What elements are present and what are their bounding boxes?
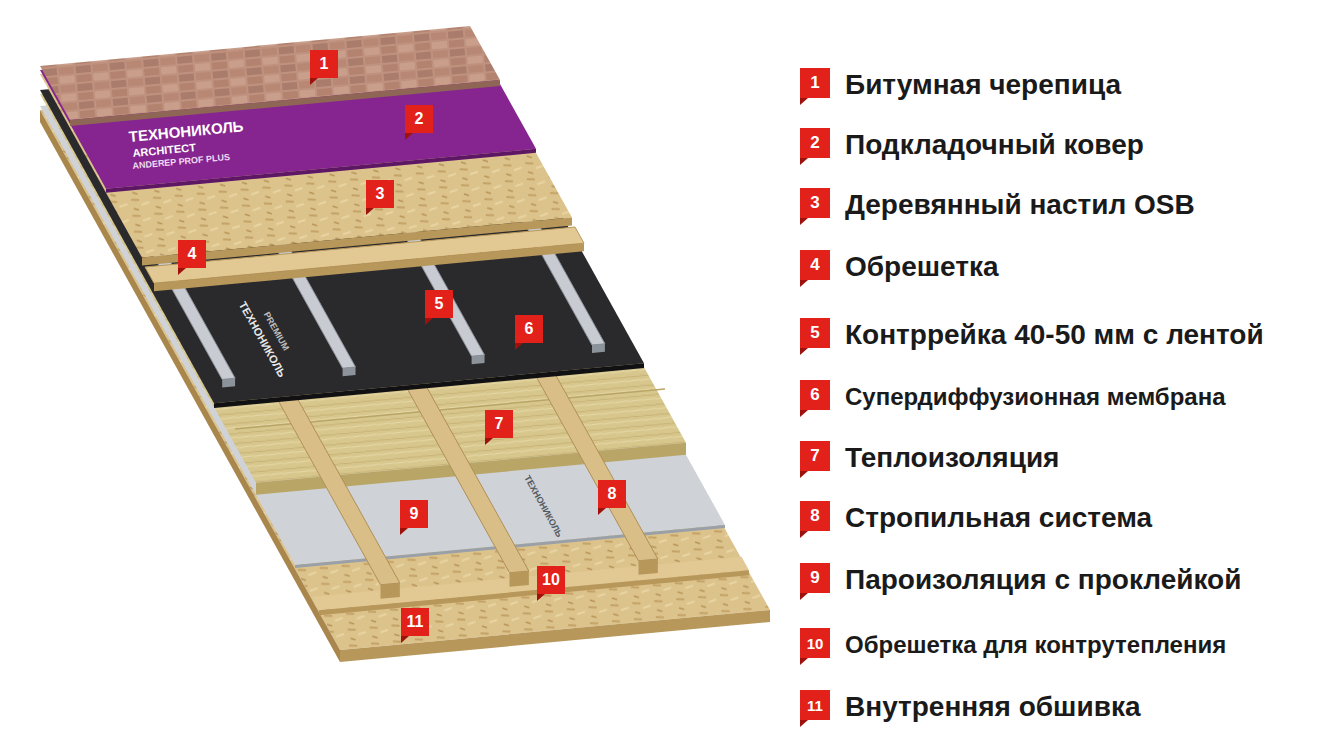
callout-number: 1 <box>310 50 338 78</box>
legend-number: 3 <box>800 188 830 218</box>
counter-batten-end <box>222 378 235 387</box>
callout-number: 10 <box>537 566 565 594</box>
legend-label: Пароизоляция с проклейкой <box>845 563 1241 597</box>
legend-number: 2 <box>800 128 830 158</box>
rafter-end <box>510 571 529 587</box>
callout-number: 4 <box>178 240 206 268</box>
legend-label: Внутренняя обшивка <box>845 690 1140 724</box>
counter-batten-end <box>343 367 356 376</box>
legend-number: 8 <box>800 501 830 531</box>
shingles-edge <box>70 80 500 126</box>
legend-label: Обрешетка для контрутепления <box>845 631 1226 660</box>
legend-label: Обрешетка <box>845 250 999 284</box>
legend-label: Стропильная система <box>845 501 1152 535</box>
callout-number: 7 <box>485 410 513 438</box>
osb-edge <box>142 218 572 266</box>
legend-label: Деревянный настил OSB <box>845 188 1195 222</box>
legend-number: 7 <box>800 441 830 471</box>
legend-number: 4 <box>800 250 830 280</box>
legend-number: 11 <box>800 690 830 720</box>
callout-number: 3 <box>366 180 394 208</box>
callout-number: 6 <box>515 315 543 343</box>
callout-number: 8 <box>598 480 626 508</box>
legend-label: Супердиффузионная мембрана <box>845 383 1226 412</box>
legend-label: Теплоизоляция <box>845 441 1059 475</box>
callout-number: 9 <box>400 500 428 528</box>
legend-number: 10 <box>800 628 830 658</box>
legend-label: Контррейка 40-50 мм с лентой <box>845 318 1264 352</box>
counter-batten-end <box>592 344 605 353</box>
legend-number: 9 <box>800 563 830 593</box>
rafter-end <box>381 583 400 599</box>
legend-number: 1 <box>800 68 830 98</box>
callout-number: 11 <box>401 608 429 636</box>
counter-batten-end <box>472 355 485 364</box>
callout-number: 2 <box>405 105 433 133</box>
legend-number: 6 <box>800 380 830 410</box>
rafter-end <box>639 559 658 575</box>
legend-number: 5 <box>800 318 830 348</box>
callout-number: 5 <box>425 290 453 318</box>
legend-label: Битумная черепица <box>845 68 1121 102</box>
legend-label: Подкладочный ковер <box>845 128 1144 162</box>
